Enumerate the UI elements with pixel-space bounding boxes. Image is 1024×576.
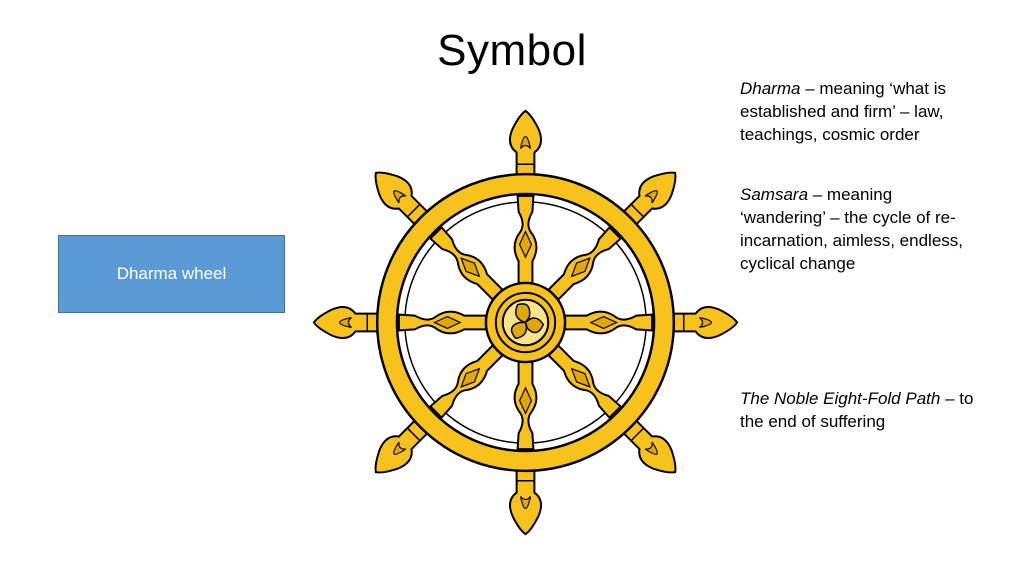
slide-title: Symbol <box>437 26 587 75</box>
wheel-handle <box>670 305 739 340</box>
wheel-spoke <box>397 310 487 335</box>
note-dharma-text: – meaning ‘what is established and firm’… <box>740 79 946 144</box>
wheel-spoke <box>513 194 538 284</box>
dharma-wheel-label-box: Dharma wheel <box>58 235 285 313</box>
note-samsara: Samsara – meaning ‘wandering’ – the cycl… <box>740 183 980 275</box>
note-dharma-term: Dharma <box>740 79 801 98</box>
wheel-handle <box>312 305 381 340</box>
wheel-spoke <box>513 361 538 451</box>
note-samsara-term: Samsara <box>740 185 809 204</box>
note-eightfold-path: The Noble Eight-Fold Path – to the end o… <box>740 387 980 433</box>
note-eightfold-path-term: The Noble Eight-Fold Path <box>740 389 941 408</box>
dharma-wheel-illustration: .gold{fill:#F7C21C;} .center{fill:#FBE38… <box>303 100 748 545</box>
note-dharma: Dharma – meaning ‘what is established an… <box>740 77 980 146</box>
wheel-spoke <box>564 310 654 335</box>
wheel-handle <box>508 109 543 178</box>
dharma-wheel-label: Dharma wheel <box>116 264 227 283</box>
dharma-wheel-icon: .gold{fill:#F7C21C;} .center{fill:#FBE38… <box>312 109 739 536</box>
wheel-handle <box>508 467 543 536</box>
note-eightfold-path-text: – to the end of suffering <box>740 389 974 431</box>
note-samsara-text: – meaning ‘wandering’ – the cycle of re-… <box>740 185 964 273</box>
